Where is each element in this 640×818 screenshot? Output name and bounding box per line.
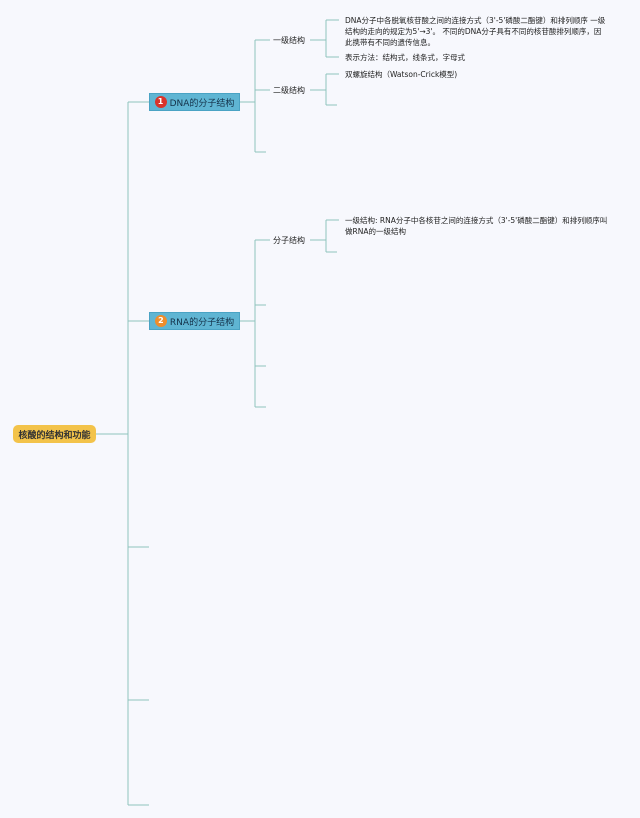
leaf-rna-primary-definition[interactable]: 一级结构: RNA分子中各核苷之间的连接方式（3'-5'磷酸二酯键）和排列顺序叫… [345, 216, 608, 236]
subtopic-secondary-structure[interactable]: 二级结构 [273, 86, 305, 95]
root-topic[interactable]: 核酸的结构和功能 [13, 425, 96, 443]
branch-dna-structure[interactable]: 1 DNA的分子结构 [149, 93, 240, 111]
leaf-double-helix[interactable]: 双螺旋结构（Watson-Crick模型) [345, 70, 458, 79]
root-topic-label: 核酸的结构和功能 [18, 430, 91, 441]
leaf-dna-primary-definition[interactable]: DNA分子中各脱氧核苷酸之间的连接方式（3'-5'磷酸二酯键）和排列顺序 一级结… [345, 16, 606, 47]
branch-rna-label: RNA的分子结构 [169, 317, 235, 328]
subtopic-molecular-structure[interactable]: 分子结构 [273, 236, 305, 245]
branch-rna-structure[interactable]: 2 RNA的分子结构 [149, 312, 240, 330]
branch-dna-label: DNA的分子结构 [169, 98, 235, 109]
badge-2-icon: 2 [154, 315, 167, 327]
leaf-dna-notation[interactable]: 表示方法：结构式，线条式，字母式 [345, 53, 465, 62]
badge-1-icon: 1 [154, 96, 167, 108]
subtopic-primary-structure[interactable]: 一级结构 [273, 36, 305, 45]
